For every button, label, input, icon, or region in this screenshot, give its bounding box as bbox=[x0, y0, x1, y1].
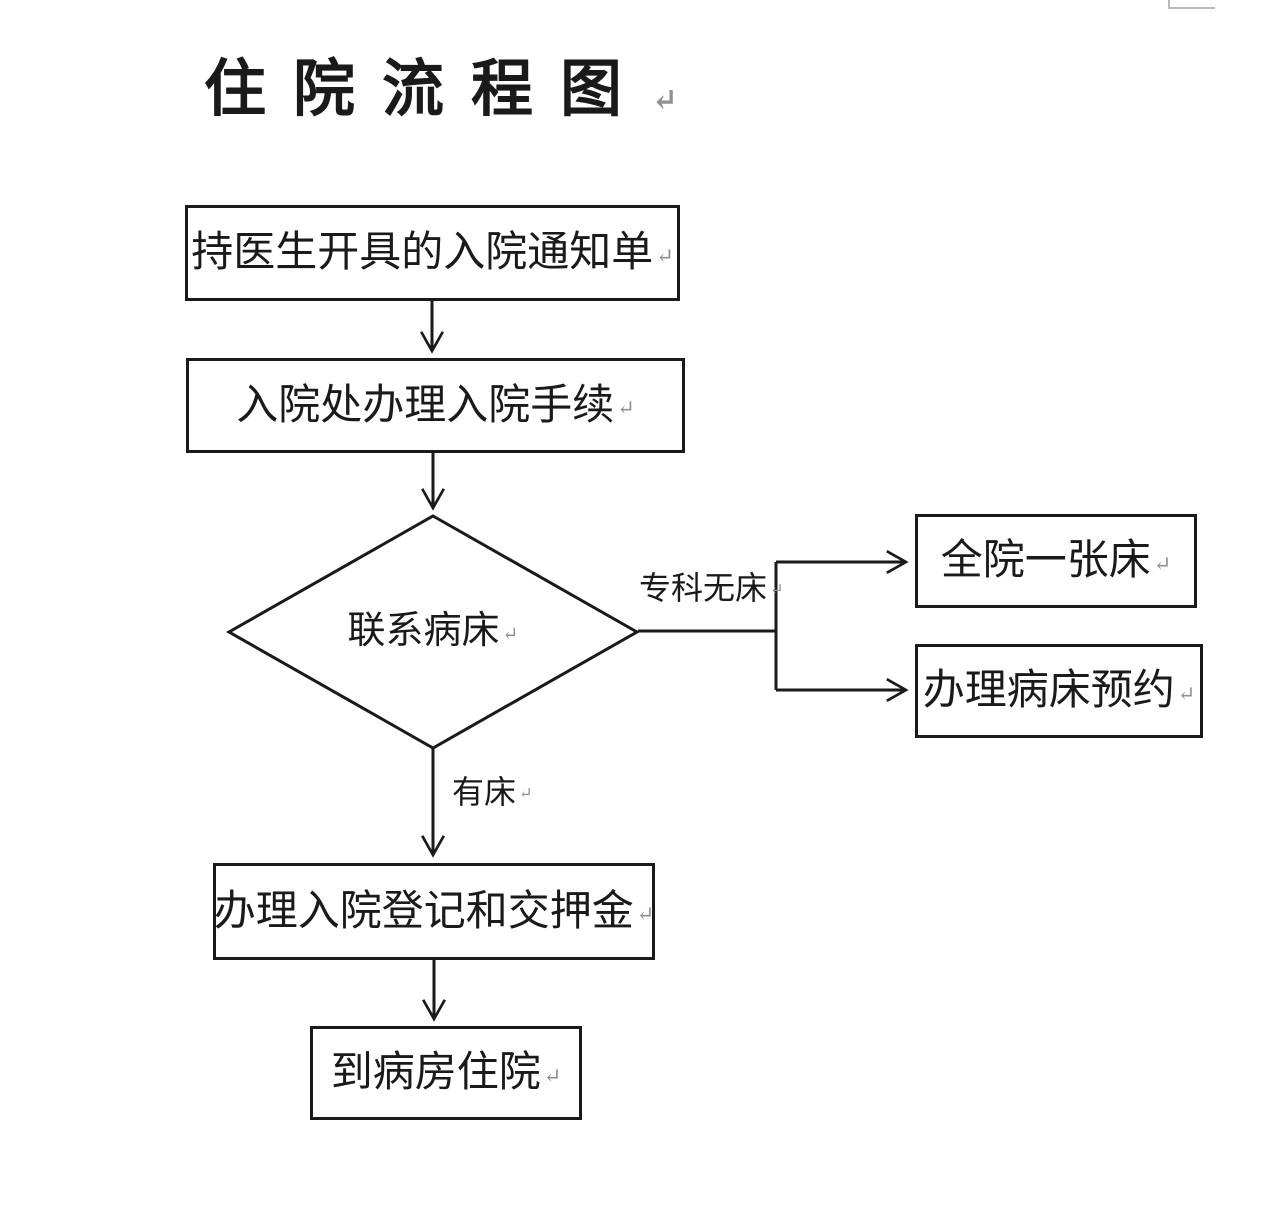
page-title-text: 住院流程图 bbox=[204, 56, 650, 124]
node-label: 持医生开具的入院通知单 bbox=[191, 230, 654, 276]
edge-label-bed-available: 有床↵ bbox=[452, 776, 532, 808]
edge-label-text: 有床 bbox=[452, 774, 517, 810]
node-label: 入院处办理入院手续 bbox=[236, 382, 615, 429]
paragraph-mark: ↵ bbox=[652, 82, 678, 117]
node-label: 联系病床 bbox=[347, 610, 500, 652]
paragraph-mark: ↵ bbox=[1177, 681, 1196, 706]
paragraph-mark: ↵ bbox=[543, 1063, 562, 1088]
paragraph-mark: ↵ bbox=[1153, 551, 1172, 576]
node-go-to-ward: 到病房住院↵ bbox=[310, 1026, 582, 1120]
node-label: 办理病床预约 bbox=[922, 668, 1175, 714]
edge-label-text: 专科无床 bbox=[639, 570, 768, 606]
node-label: 全院一张床 bbox=[940, 538, 1151, 584]
paragraph-mark: ↵ bbox=[636, 902, 655, 927]
node-contact-bed: 联系病床↵ bbox=[348, 612, 519, 650]
node-admission-procedures: 入院处办理入院手续↵ bbox=[186, 358, 685, 453]
page-edge-artifact bbox=[1168, 0, 1215, 9]
paragraph-mark: ↵ bbox=[770, 581, 784, 599]
paragraph-mark: ↵ bbox=[519, 785, 533, 803]
paragraph-mark: ↵ bbox=[656, 243, 674, 268]
node-admission-notice: 持医生开具的入院通知单↵ bbox=[185, 205, 680, 301]
node-label: 到病房住院 bbox=[330, 1050, 541, 1096]
paragraph-mark: ↵ bbox=[617, 396, 635, 421]
paragraph-mark: ↵ bbox=[502, 623, 519, 645]
node-register-and-deposit: 办理入院登记和交押金↵ bbox=[213, 863, 655, 960]
edge-label-no-specialty-bed: 专科无床↵ bbox=[639, 572, 783, 604]
page-title: 住院流程图↵ bbox=[204, 56, 678, 124]
node-bed-reservation: 办理病床预约↵ bbox=[915, 644, 1203, 738]
node-label: 办理入院登记和交押金 bbox=[213, 888, 634, 935]
node-whole-hospital-one-bed: 全院一张床↵ bbox=[915, 514, 1197, 608]
